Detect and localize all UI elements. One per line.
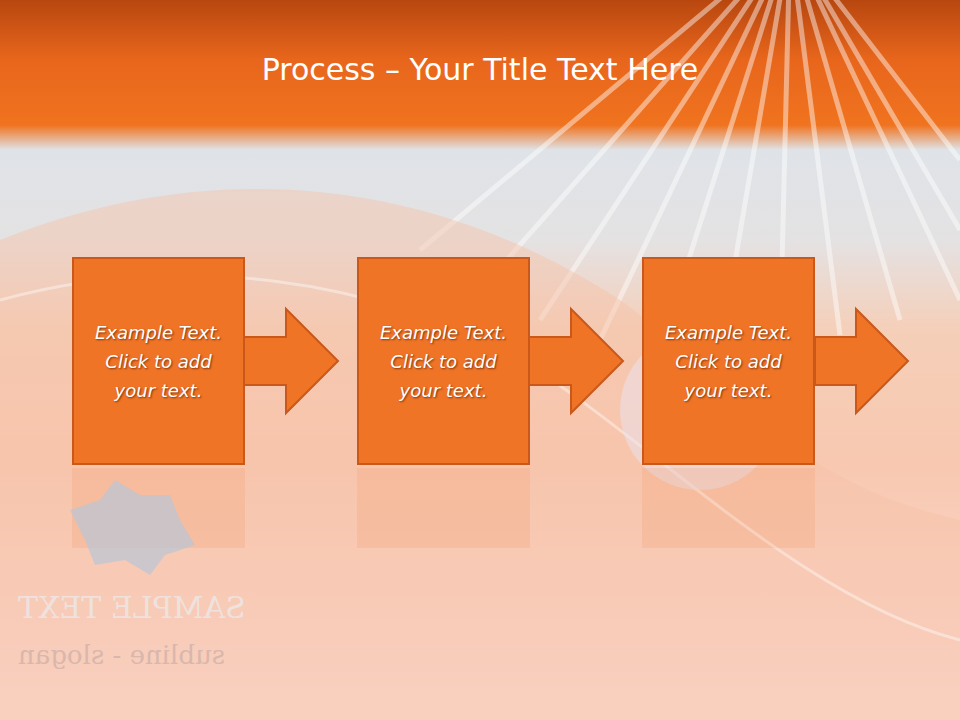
text-stack: Example Text. Click to add your text.	[654, 318, 804, 405]
trailing-arrow	[815, 309, 908, 413]
wave	[0, 189, 960, 720]
block-arrow	[243, 309, 338, 413]
box-text: Example Text. Click to add your text.	[369, 318, 519, 405]
block-arrow	[528, 309, 623, 413]
process-box: Example Text. Click to add your text.	[642, 257, 815, 465]
process-box: Example Text. Click to add your text.	[357, 257, 530, 465]
slide-title: Process – Your Title Text Here	[0, 52, 960, 87]
watermark: SAMPLE TEXT	[18, 590, 246, 625]
text-stack: Example Text. Click to add your text.	[84, 318, 234, 405]
arrow-shape	[528, 309, 623, 413]
box-text: Example Text. Click to add your text.	[84, 318, 234, 405]
text-stack: Example Text. Click to add your text.	[369, 318, 519, 405]
arrow-shape	[243, 309, 338, 413]
box-text: Example Text. Click to add your text.	[654, 318, 804, 405]
watermark-slogan: subline - slogan	[18, 640, 225, 670]
process-box: Example Text. Click to add your text.	[72, 257, 245, 465]
star-shape	[70, 480, 195, 575]
